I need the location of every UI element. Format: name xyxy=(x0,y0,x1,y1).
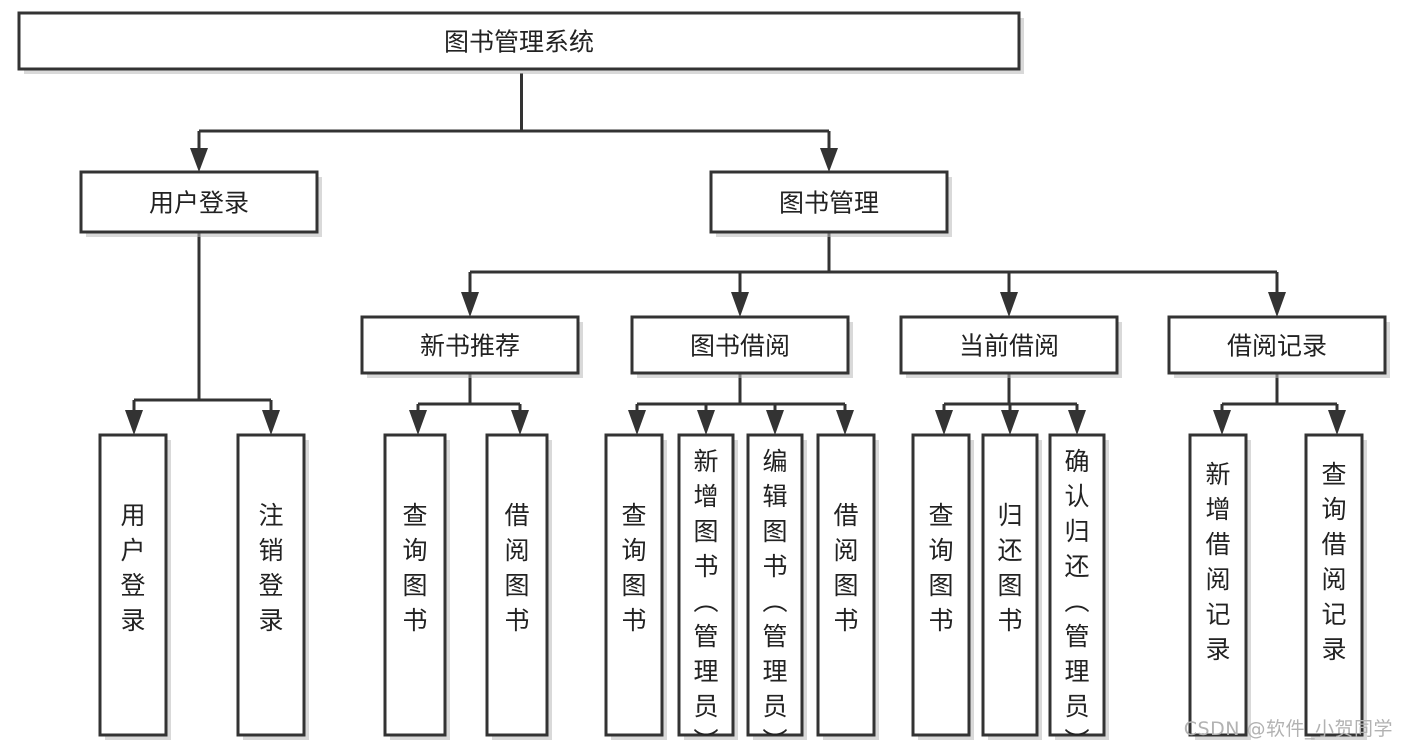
node-leaf-edit-book-admin-label: 编辑图书︵管理员︶ xyxy=(762,447,787,747)
arrow-to-borrow-record xyxy=(1268,292,1286,317)
arrow-to-leaf-borrow-book-1 xyxy=(511,410,529,435)
node-user-login-label: 用户登录 xyxy=(149,189,249,218)
arrow-to-current-borrow xyxy=(1000,292,1018,317)
arrow-to-new-book-rec xyxy=(461,292,479,317)
node-leaf-query-borrow-record[interactable]: 查询借阅记录 xyxy=(1304,433,1367,740)
node-leaf-edit-book-admin-box xyxy=(746,433,804,737)
node-leaf-query-book-3-label: 查询图书 xyxy=(928,501,953,635)
arrow-to-leaf-logout xyxy=(262,410,280,435)
arrow-to-leaf-add-book-admin xyxy=(697,410,715,435)
node-root-label: 图书管理系统 xyxy=(444,28,594,57)
node-book-borrow-label: 图书借阅 xyxy=(690,332,790,361)
arrow-to-leaf-query-borrow-record xyxy=(1328,410,1346,435)
node-leaf-confirm-return-admin-box xyxy=(1048,433,1106,737)
node-leaf-borrow-book-1[interactable]: 借阅图书 xyxy=(485,433,552,740)
node-leaf-query-book-1-box xyxy=(383,433,447,737)
node-book-manage[interactable]: 图书管理 xyxy=(709,170,952,237)
arrow-to-leaf-user-login xyxy=(125,410,143,435)
arrow-to-book-manage xyxy=(820,148,838,172)
arrow-to-leaf-borrow-book-2 xyxy=(836,410,854,435)
node-borrow-record-label: 借阅记录 xyxy=(1227,332,1327,361)
node-leaf-logout[interactable]: 注销登录 xyxy=(236,433,309,740)
node-borrow-record-box xyxy=(1167,315,1387,375)
node-book-borrow-box xyxy=(630,315,850,375)
arrow-to-book-borrow xyxy=(731,292,749,317)
node-current-borrow-label: 当前借阅 xyxy=(959,332,1059,361)
node-current-borrow[interactable]: 当前借阅 xyxy=(899,315,1122,378)
node-leaf-add-borrow-record-label: 新增借阅记录 xyxy=(1205,460,1230,664)
arrow-to-leaf-query-book-3 xyxy=(935,410,953,435)
node-leaf-query-book-1[interactable]: 查询图书 xyxy=(383,433,450,740)
node-new-book-rec[interactable]: 新书推荐 xyxy=(360,315,583,378)
node-leaf-logout-label: 注销登录 xyxy=(258,501,283,635)
node-current-borrow-box xyxy=(899,315,1119,375)
node-leaf-borrow-book-2-box xyxy=(816,433,876,737)
node-borrow-record[interactable]: 借阅记录 xyxy=(1167,315,1390,378)
node-leaf-return-book[interactable]: 归还图书 xyxy=(981,433,1042,740)
node-leaf-edit-book-admin[interactable]: 编辑图书︵管理员︶ xyxy=(746,433,807,747)
node-root-box xyxy=(17,11,1021,71)
arrow-to-leaf-return-book xyxy=(1001,410,1019,435)
arrow-to-leaf-confirm-return xyxy=(1068,410,1086,435)
node-book-manage-box xyxy=(709,170,949,234)
arrow-to-leaf-add-borrow-record xyxy=(1213,410,1231,435)
node-leaf-query-book-2-box xyxy=(604,433,664,737)
node-leaf-user-login-box xyxy=(98,433,168,737)
node-leaf-add-book-admin-label: 新增图书︵管理员︶ xyxy=(693,447,718,747)
node-leaf-user-login-label: 用户登录 xyxy=(120,501,145,635)
node-root[interactable]: 图书管理系统 xyxy=(17,11,1024,74)
node-leaf-user-login[interactable]: 用户登录 xyxy=(98,433,171,740)
node-user-login-box xyxy=(79,170,319,234)
node-leaf-return-book-label: 归还图书 xyxy=(997,501,1022,635)
node-new-book-rec-label: 新书推荐 xyxy=(420,332,520,361)
connector-layer xyxy=(125,73,1346,435)
node-leaf-add-borrow-record-box xyxy=(1188,433,1248,737)
node-leaf-query-borrow-record-box xyxy=(1304,433,1364,737)
node-user-login[interactable]: 用户登录 xyxy=(79,170,322,237)
node-leaf-borrow-book-1-label: 借阅图书 xyxy=(504,501,529,635)
node-book-manage-label: 图书管理 xyxy=(779,189,879,218)
node-leaf-query-book-3[interactable]: 查询图书 xyxy=(911,433,974,740)
node-leaf-add-borrow-record[interactable]: 新增借阅记录 xyxy=(1188,433,1251,740)
node-leaf-borrow-book-2[interactable]: 借阅图书 xyxy=(816,433,879,740)
node-leaf-add-book-admin[interactable]: 新增图书︵管理员︶ xyxy=(677,433,738,747)
node-leaf-query-book-1-label: 查询图书 xyxy=(402,501,427,635)
node-leaf-borrow-book-2-label: 借阅图书 xyxy=(833,501,858,635)
node-leaf-borrow-book-1-box xyxy=(485,433,549,737)
arrow-to-leaf-edit-book-admin xyxy=(766,410,784,435)
arrow-to-leaf-query-book-2 xyxy=(628,410,646,435)
node-leaf-query-book-2[interactable]: 查询图书 xyxy=(604,433,667,740)
node-new-book-rec-box xyxy=(360,315,580,375)
node-leaf-query-borrow-record-label: 查询借阅记录 xyxy=(1321,460,1346,664)
node-leaf-confirm-return-admin-label: 确认归还︵管理员︶ xyxy=(1064,447,1089,747)
arrow-to-leaf-query-book-1 xyxy=(409,410,427,435)
node-leaf-query-book-2-label: 查询图书 xyxy=(621,501,646,635)
node-leaf-query-book-3-box xyxy=(911,433,971,737)
node-leaf-confirm-return-admin[interactable]: 确认归还︵管理员︶ xyxy=(1048,433,1109,747)
arrow-to-user-login xyxy=(190,148,208,172)
node-book-borrow[interactable]: 图书借阅 xyxy=(630,315,853,378)
node-leaf-return-book-box xyxy=(981,433,1039,737)
node-leaf-add-book-admin-box xyxy=(677,433,735,737)
node-leaf-logout-box xyxy=(236,433,306,737)
